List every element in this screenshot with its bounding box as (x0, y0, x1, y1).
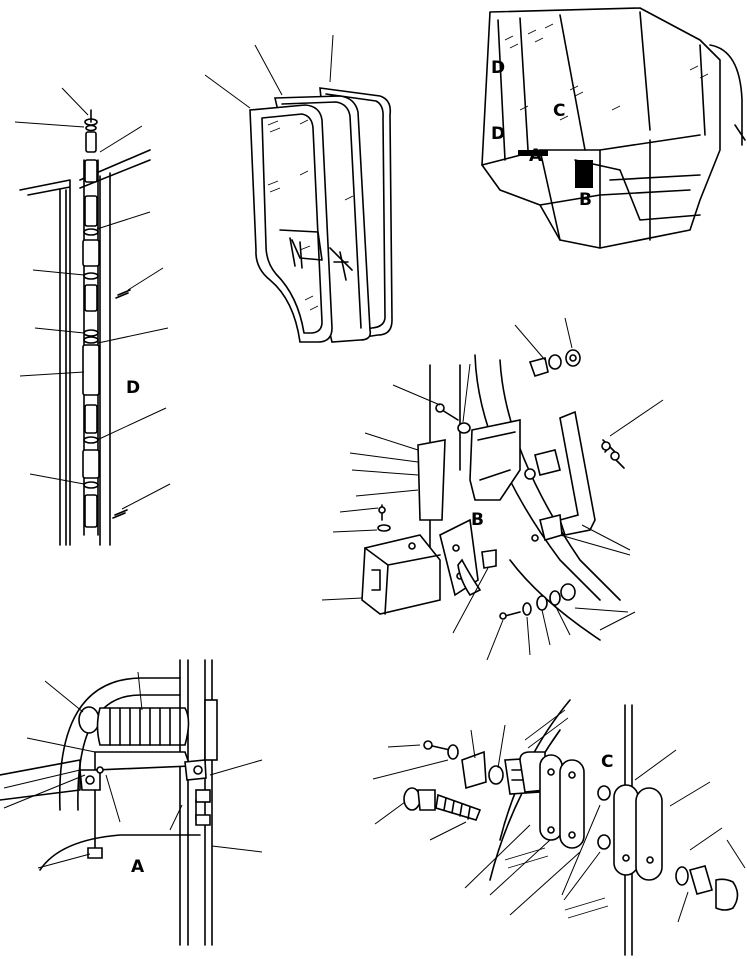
cab-overview: D D C A B (481, 7, 746, 249)
callout-b: B (579, 190, 592, 210)
callout-c-stop: C (601, 752, 613, 772)
door-stop-assembly-c: C (372, 699, 746, 956)
callout-d-upper: D (491, 58, 505, 78)
callout-a: A (529, 146, 543, 166)
door-glass-and-seals (204, 34, 393, 343)
callout-a-strut: A (131, 857, 145, 877)
callout-b-latch: B (471, 510, 484, 530)
callout-d-lower: D (491, 124, 505, 144)
latch-assembly-b: B (321, 317, 664, 661)
callout-d-hinge: D (126, 378, 140, 398)
gas-strut-assembly-a: A (0, 659, 263, 946)
hinge-assembly-d: D (14, 87, 171, 546)
callout-c: C (553, 101, 565, 121)
